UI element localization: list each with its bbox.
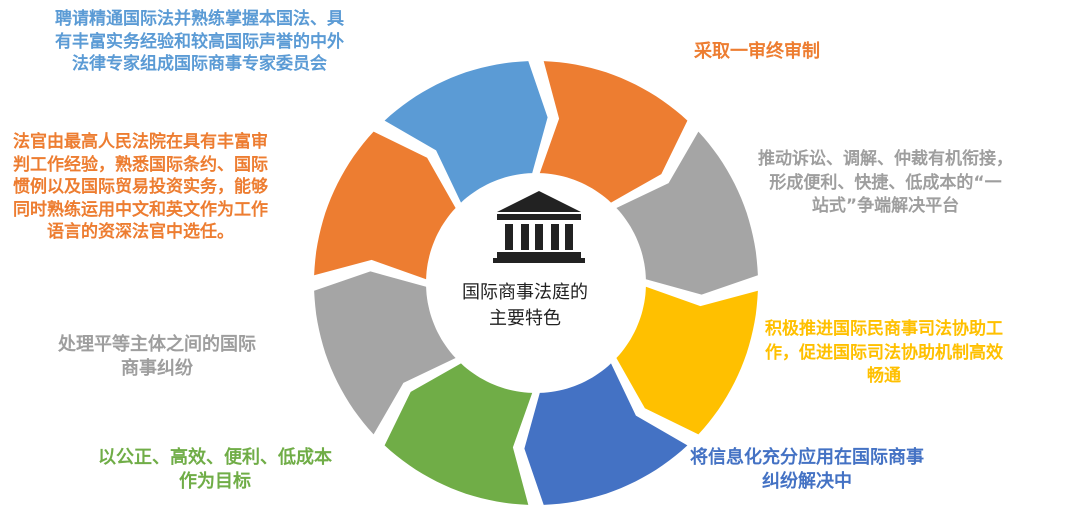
segment-equal-parties [314, 271, 456, 435]
label-goals-line-2: 作为目标 [179, 470, 251, 492]
label-judicial-assistance-line-1: 积极推进国际民商事司法协助工 [765, 319, 1003, 339]
label-goals: 以公正、高效、便利、低成本 作为目标 [98, 446, 332, 493]
center-title-line-1: 国际商事法庭的 [462, 282, 588, 303]
label-goals-line-1: 以公正、高效、便利、低成本 [98, 447, 332, 468]
label-judges-line-4: 同时熟练运用中文和英文作为工作 [13, 199, 268, 220]
label-informatization-line-1: 将信息化充分应用在国际商事 [690, 447, 924, 468]
label-final-instance: 采取一审终审制 [694, 40, 820, 64]
label-judges: 法官由最高人民法院在具有丰富审 判工作经验，熟悉国际条约、国际 惯例以及国际贸易… [13, 131, 268, 244]
label-equal-parties-line-2: 商事纠纷 [121, 357, 193, 379]
label-expert-committee-line-2: 有丰富实务经验和较高国际声誉的中外 [55, 31, 344, 52]
label-judges-line-2: 判工作经验，熟悉国际条约、国际 [13, 154, 268, 175]
segment-judges [314, 131, 456, 280]
label-judicial-assistance-line-3: 畅通 [867, 366, 901, 386]
label-expert-committee-line-1: 聘请精通国际法并熟练掌握本国法、具 [55, 9, 344, 29]
label-judicial-assistance-line-2: 作，促进国际司法协助机制高效 [765, 342, 1003, 363]
label-expert-committee: 聘请精通国际法并熟练掌握本国法、具 有丰富实务经验和较高国际声誉的中外 法律专家… [55, 8, 344, 76]
center-title-line-2: 主要特色 [489, 308, 561, 329]
segment-expert-committee [384, 61, 548, 203]
segment-judicial-assistance [616, 286, 758, 435]
label-informatization-line-2: 纠纷解决中 [762, 470, 852, 492]
segment-informatization [524, 363, 688, 505]
segment-one-stop-platform [616, 131, 758, 295]
segment-goals [384, 363, 533, 505]
label-judges-line-1: 法官由最高人民法院在具有丰富审 [13, 132, 268, 152]
label-equal-parties-line-1: 处理平等主体之间的国际 [58, 334, 256, 355]
label-one-stop-platform: 推动诉讼、调解、仲裁有机衔接， 形成便利、快捷、低成本的“一 站式”争端解决平台 [758, 148, 1013, 219]
label-informatization: 将信息化充分应用在国际商事 纠纷解决中 [690, 446, 924, 493]
label-judges-line-3: 惯例以及国际贸易投资实务，能够 [13, 177, 268, 197]
label-one-stop-platform-line-3: 站式”争端解决平台 [811, 196, 960, 216]
label-one-stop-platform-line-1: 推动诉讼、调解、仲裁有机衔接， [758, 149, 1013, 169]
segment-final-instance [539, 61, 688, 203]
center-title: 国际商事法庭的 主要特色 [450, 280, 600, 332]
label-final-instance-line-1: 采取一审终审制 [694, 41, 820, 62]
label-judicial-assistance: 积极推进国际民商事司法协助工 作，促进国际司法协助机制高效 畅通 [765, 318, 1003, 389]
label-equal-parties: 处理平等主体之间的国际 商事纠纷 [58, 333, 256, 380]
courthouse-icon [493, 191, 585, 263]
center-circle [428, 175, 644, 391]
label-judges-line-5: 语言的资深法官中选任。 [47, 222, 234, 242]
label-one-stop-platform-line-2: 形成便利、快捷、低成本的“一 [769, 172, 1002, 193]
label-expert-committee-line-3: 法律专家组成国际商事专家委员会 [72, 54, 327, 74]
